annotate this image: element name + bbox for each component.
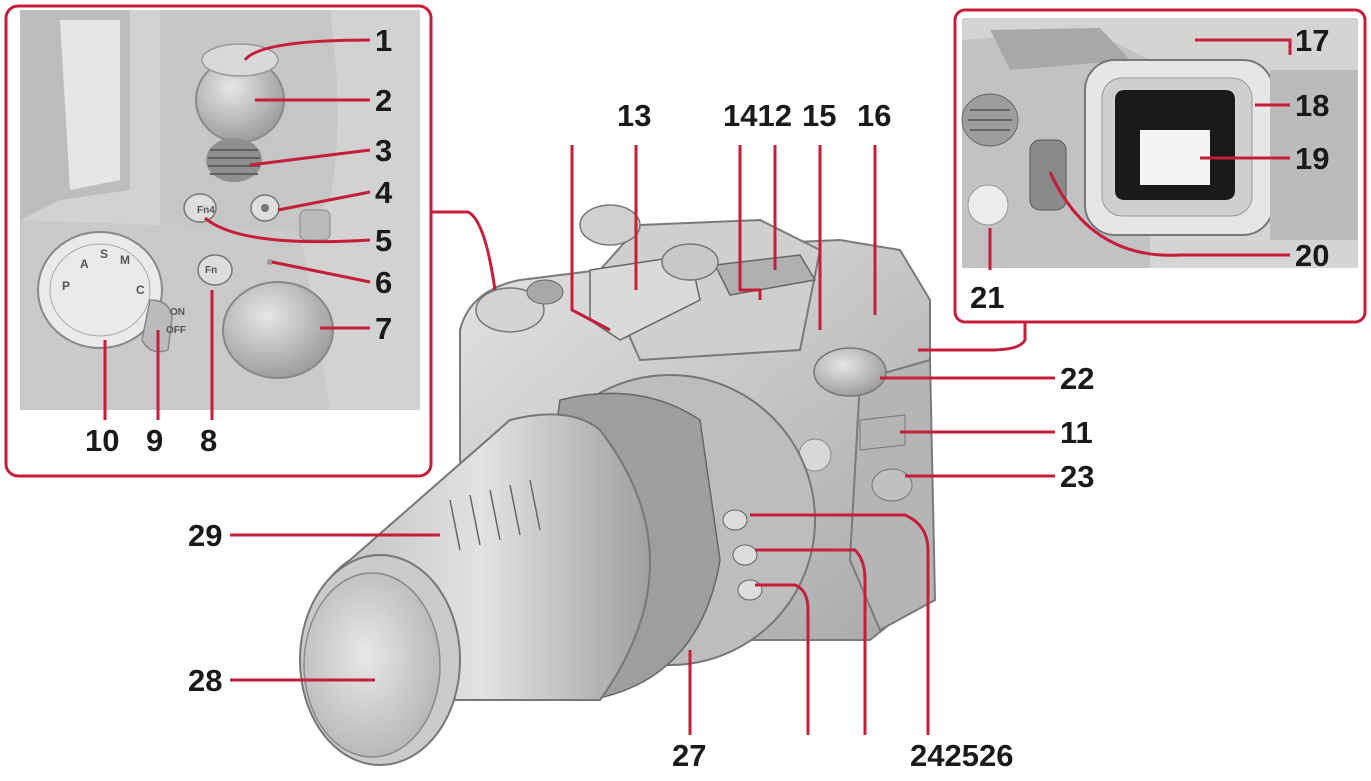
lens-front-element (303, 572, 441, 758)
callout-27: 27 (672, 738, 707, 773)
callout-8: 8 (200, 423, 218, 458)
callout-6: 6 (375, 265, 393, 300)
callout-13: 13 (617, 98, 652, 133)
callout-11: 11 (1060, 415, 1093, 450)
leader-lines (103, 38, 1292, 735)
callout-3: 3 (375, 133, 393, 168)
top-view-inset (20, 10, 420, 410)
callout-10: 10 (85, 423, 120, 458)
rear-dial (222, 281, 334, 379)
callout-21: 21 (970, 280, 1005, 315)
camera-body-illustration (299, 204, 937, 766)
front-dial (813, 347, 887, 397)
callout-7: 7 (375, 311, 393, 346)
mode-dial-label-c: C (136, 283, 145, 297)
mode-dial (37, 231, 163, 349)
body-shutter (475, 287, 545, 333)
callout-14-12: 1412 (723, 98, 792, 133)
leader-6 (271, 260, 371, 284)
callout-20: 20 (1295, 238, 1330, 273)
callout-2: 2 (375, 83, 393, 118)
front-fn-button-2 (732, 544, 758, 566)
fn-button-2 (197, 254, 233, 286)
mode-dial-label-m: M (120, 253, 130, 267)
callout-24-25-26: 242526 (910, 738, 1014, 773)
fn-button (183, 193, 217, 223)
label-fn: Fn (205, 265, 218, 276)
callout-5: 5 (375, 223, 393, 258)
front-fn-button-1 (722, 509, 748, 531)
indicator-lamp (267, 259, 273, 265)
leader-17 (1195, 38, 1292, 55)
label-on: ON (170, 307, 185, 318)
on-off-switch (141, 299, 173, 353)
leader-25 (755, 548, 867, 735)
callout-29: 29 (188, 518, 223, 553)
top-view-connector (431, 210, 497, 291)
viewfinder-inset (961, 18, 1358, 268)
viewfinder-connector (918, 322, 1027, 352)
callout-16: 16 (857, 98, 892, 133)
callout-23: 23 (1060, 459, 1095, 494)
control-dial (206, 138, 262, 182)
top-dial-mid (661, 243, 719, 281)
label-fn4: Fn4 (197, 205, 215, 216)
viewfinder-frame (953, 8, 1367, 324)
label-off: OFF (166, 325, 186, 336)
top-view-frame (4, 4, 433, 478)
leader-14 (738, 145, 762, 300)
leader-20 (1048, 171, 1290, 257)
mode-dial-label-a: A (80, 257, 89, 271)
viewfinder-eyepiece (1140, 130, 1210, 185)
leader-4 (277, 190, 371, 212)
leader-unlabeled (570, 145, 611, 332)
callout-4: 4 (375, 175, 393, 210)
leader-26 (755, 583, 810, 735)
callout-1: 1 (375, 23, 393, 58)
top-dial-left (579, 204, 641, 246)
callout-17: 17 (1295, 23, 1330, 58)
callout-19: 19 (1295, 141, 1330, 176)
hump-highlight (60, 20, 120, 190)
callout-18: 18 (1295, 88, 1330, 123)
diopter-dial (1029, 139, 1067, 211)
leader-1 (243, 38, 371, 62)
leader-24 (750, 513, 930, 735)
mode-dial-label-s: S (100, 247, 109, 261)
eye-sensor (967, 184, 1009, 226)
mode-dial-label-p: P (62, 279, 71, 293)
callout-22: 22 (1060, 361, 1095, 396)
callout-28: 28 (188, 663, 223, 698)
leader-3 (249, 148, 371, 167)
callout-9: 9 (146, 423, 164, 458)
front-fn-button-3 (737, 579, 763, 601)
callout-15: 15 (802, 98, 837, 133)
lens-scale-marks (449, 479, 541, 551)
leader-5 (204, 216, 371, 244)
